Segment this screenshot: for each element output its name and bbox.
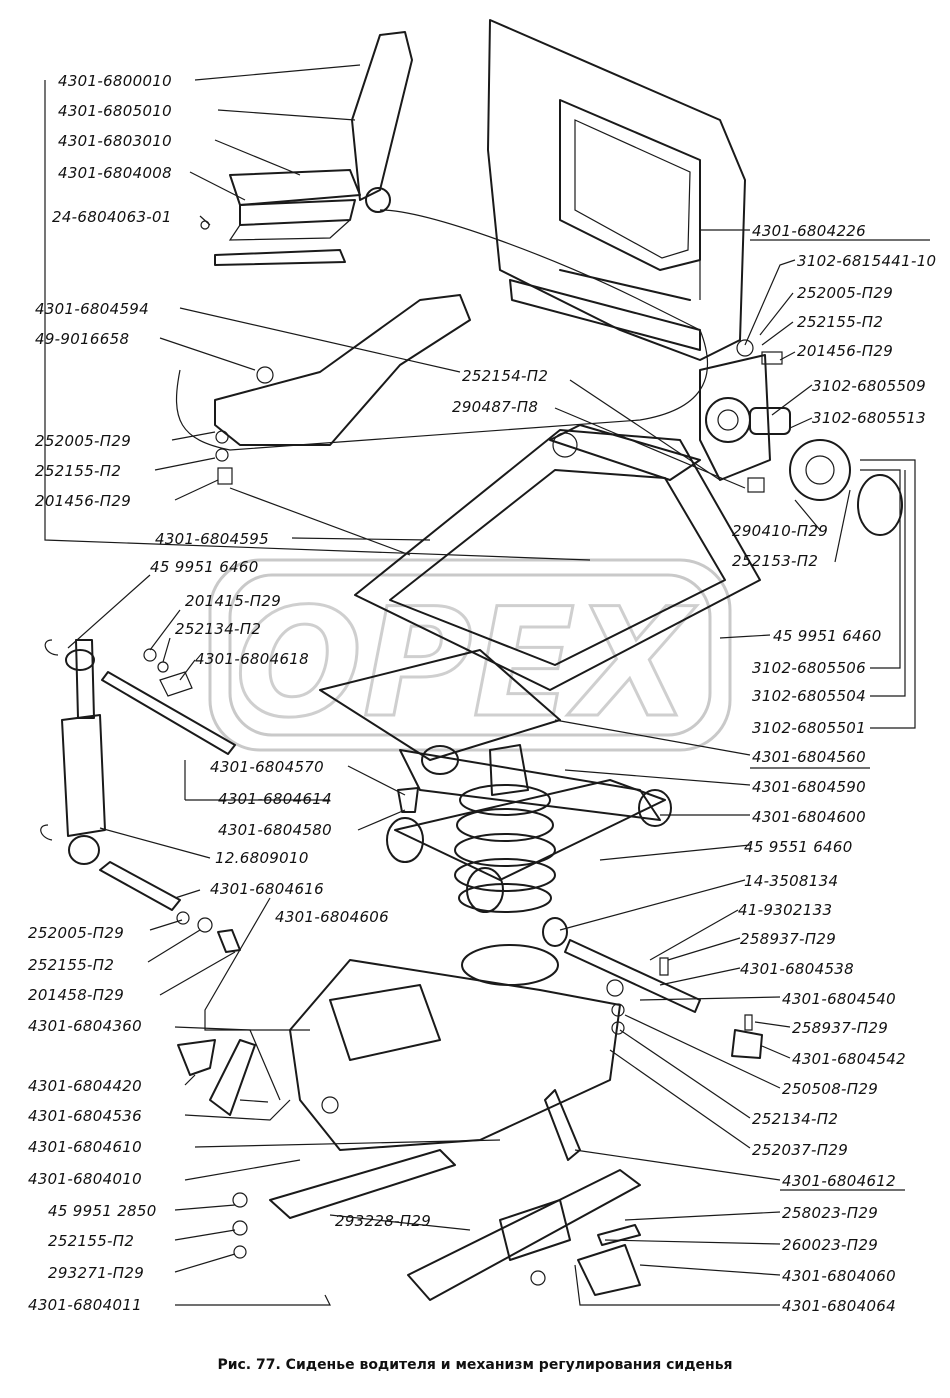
callout-4301-6804010: 4301-6804010: [28, 1170, 142, 1188]
callout-45-9951-6460-b: 45 9951 6460: [773, 627, 882, 645]
callout-290410-p29: 290410-П29: [732, 522, 828, 540]
shock-absorber: [40, 639, 106, 865]
callout-12-6809010: 12.6809010: [215, 849, 309, 867]
callout-293271-p29: 293271-П29: [48, 1264, 144, 1282]
part-number-labels: 4301-6800010 4301-6805010 4301-6803010 4…: [28, 72, 936, 1315]
callout-258937-p29-a: 258937-П29: [740, 930, 836, 948]
callout-41-9302133: 41-9302133: [738, 901, 832, 919]
lever-arm: [209, 1039, 256, 1116]
callout-293228-p29: 293228-П29: [335, 1212, 431, 1230]
callout-4301-6804612: 4301-6804612: [782, 1172, 896, 1190]
backrest-frame: [487, 19, 746, 361]
callout-290487-p8: 290487-П8: [452, 398, 538, 416]
callout-252154-p2: 252154-П2: [462, 367, 548, 385]
callout-4301-6804540: 4301-6804540: [782, 990, 896, 1008]
pin-long: [101, 671, 236, 755]
lever-knob: [177, 1039, 216, 1076]
callout-3102-6805513: 3102-6805513: [812, 409, 926, 427]
callout-4301-6804616: 4301-6804616: [210, 880, 324, 898]
recliner-mechanism: [699, 339, 903, 536]
callout-260023-p29: 260023-П29: [782, 1236, 878, 1254]
callout-252037-p29: 252037-П29: [752, 1141, 848, 1159]
callout-4301-6804064: 4301-6804064: [782, 1297, 896, 1315]
watermark: OPEX: [208, 558, 732, 753]
callout-201458-p29: 201458-П29: [28, 986, 124, 1004]
callout-45-9951-6460-a: 45 9951 6460: [150, 558, 259, 576]
height-adjuster-screw: [542, 917, 763, 1059]
callout-14-3508134: 14-3508134: [744, 872, 838, 890]
label-underlines: [750, 239, 930, 1191]
callout-4301-6804008: 4301-6804008: [58, 164, 172, 182]
callout-4301-6804594: 4301-6804594: [35, 300, 149, 318]
callout-4301-6804618: 4301-6804618: [195, 650, 309, 668]
callout-258937-p29-b: 258937-П29: [792, 1019, 888, 1037]
callout-250508-p29: 250508-П29: [782, 1080, 878, 1098]
suspension-spring: [454, 744, 556, 913]
callout-252155-p2-c: 252155-П2: [48, 1232, 134, 1250]
callout-4301-6804610: 4301-6804610: [28, 1138, 142, 1156]
callout-4301-6804595: 4301-6804595: [155, 530, 269, 548]
callout-252155-p2-a: 252155-П2: [35, 462, 121, 480]
leader-lines: [44, 64, 916, 1306]
callout-4301-6804060: 4301-6804060: [782, 1267, 896, 1285]
callout-4301-6804570: 4301-6804570: [210, 758, 324, 776]
slide-rails: [232, 1149, 641, 1301]
callout-201456-p29-b: 201456-П29: [797, 342, 893, 360]
callout-252155-p2-d: 252155-П2: [797, 313, 883, 331]
callout-252005-p29-b: 252005-П29: [28, 924, 124, 942]
callout-24-6804063-01: 24-6804063-01: [52, 208, 172, 226]
callout-3102-6805504: 3102-6805504: [752, 687, 866, 705]
callout-252005-p29-c: 252005-П29: [797, 284, 893, 302]
callout-252155-p2-b: 252155-П2: [28, 956, 114, 974]
upper-scissor-frame: [354, 424, 761, 691]
callout-201456-p29-a: 201456-П29: [35, 492, 131, 510]
callout-252134-p2-a: 252134-П2: [175, 620, 261, 638]
callout-4301-6803010: 4301-6803010: [58, 132, 172, 150]
callout-3102-6815441-10: 3102-6815441-10: [797, 252, 936, 270]
callout-252134-p2-b: 252134-П2: [752, 1110, 838, 1128]
callout-49-9016658: 49-9016658: [35, 330, 129, 348]
callout-4301-6804420: 4301-6804420: [28, 1077, 142, 1095]
pin-short: [99, 861, 181, 911]
callout-4301-6804590: 4301-6804590: [752, 778, 866, 796]
callout-4301-6804360: 4301-6804360: [28, 1017, 142, 1035]
callout-4301-6800010: 4301-6800010: [58, 72, 172, 90]
callout-4301-6804226: 4301-6804226: [752, 222, 866, 240]
callout-4301-6804614: 4301-6804614: [218, 790, 332, 808]
callout-201415-p29: 201415-П29: [185, 592, 281, 610]
callout-4301-6805010: 4301-6805010: [58, 102, 172, 120]
seat-assembly-thumbnail: [200, 31, 413, 266]
callout-3102-6805506: 3102-6805506: [752, 659, 866, 677]
callout-4301-6804542: 4301-6804542: [792, 1050, 906, 1068]
callout-4301-6804536: 4301-6804536: [28, 1107, 142, 1125]
callout-3102-6805509: 3102-6805509: [812, 377, 926, 395]
callout-45-9951-2850: 45 9951 2850: [48, 1202, 157, 1220]
callout-45-9551-6460: 45 9551 6460: [744, 838, 853, 856]
seat-base: [289, 944, 621, 1161]
callout-258023-p29: 258023-П29: [782, 1204, 878, 1222]
figure-caption: Рис. 77. Сиденье водителя и механизм рег…: [217, 1357, 733, 1373]
callout-252005-p29-a: 252005-П29: [35, 432, 131, 450]
callout-4301-6804600: 4301-6804600: [752, 808, 866, 826]
callout-4301-6804538: 4301-6804538: [740, 960, 854, 978]
callout-4301-6804580: 4301-6804580: [218, 821, 332, 839]
callout-4301-6804606: 4301-6804606: [275, 908, 389, 926]
cushion-outline: [175, 209, 709, 451]
callout-3102-6805501: 3102-6805501: [752, 719, 866, 737]
callout-4301-6804011: 4301-6804011: [28, 1296, 142, 1314]
watermark-text: OPEX: [235, 577, 697, 751]
callout-252153-p2: 252153-П2: [732, 552, 818, 570]
callout-4301-6804560: 4301-6804560: [752, 748, 866, 766]
